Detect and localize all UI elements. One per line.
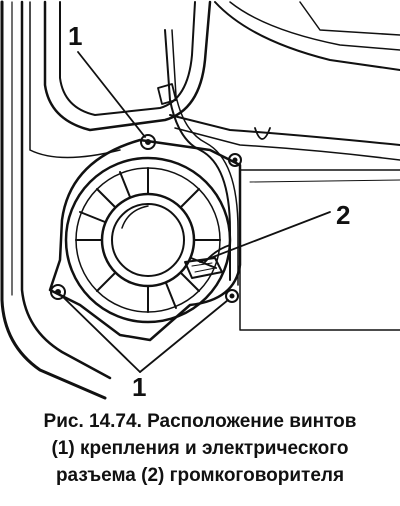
leader-line-bottom-left	[61, 295, 141, 373]
callout-label-right: 2	[336, 200, 350, 230]
screw-right-lower-hole	[229, 293, 235, 299]
door-speaker-diagram: 1 2 1	[0, 0, 400, 400]
caption-line-1: Рис. 14.74. Расположение винтов	[43, 411, 357, 432]
caption-line-3: разъема (2) громкоговорителя	[55, 465, 345, 486]
screw-right-upper-hole	[232, 157, 238, 163]
leader-line-bottom-right	[139, 299, 229, 373]
armrest-shape-2	[229, 1, 400, 51]
screw-top-hole	[145, 139, 151, 145]
harness-clip	[157, 83, 177, 105]
door-trim-top	[169, 114, 400, 146]
leader-line-top	[77, 51, 146, 138]
armrest-shape	[214, 1, 400, 71]
door-frame-inner	[20, 0, 112, 380]
callout-label-bottom: 1	[132, 372, 146, 400]
speaker-spokes	[75, 167, 221, 313]
window-channel-outer	[43, 0, 212, 132]
speaker-dome-shade	[121, 205, 149, 229]
screw-right-upper	[228, 153, 242, 167]
speaker-ring-inner	[100, 192, 196, 288]
window-channel-inner	[59, 1, 196, 116]
connector-detail	[191, 262, 216, 273]
screw-left	[50, 284, 66, 300]
door-frame-outer	[0, 0, 107, 400]
speaker-plate	[48, 138, 242, 342]
caption-line-2: (1) крепления и электрического	[51, 438, 349, 459]
wiring-harness	[164, 29, 231, 281]
door-trim-top-2	[174, 127, 400, 161]
screw-right-lower	[225, 289, 239, 303]
screw-top	[140, 134, 156, 150]
speaker-ring-outer	[64, 156, 232, 324]
wiring-harness-2	[171, 29, 239, 286]
door-trim-bump	[254, 127, 271, 140]
screw-left-hole	[55, 289, 61, 295]
side-panel-2	[249, 179, 400, 183]
armrest-shape-3	[299, 1, 400, 36]
speaker-dome	[111, 203, 185, 277]
leader-line-right	[199, 211, 331, 263]
callout-label-top: 1	[68, 21, 82, 51]
side-panel	[239, 169, 400, 331]
figure-caption: Рис. 14.74. Расположение винтов (1) креп…	[0, 408, 400, 489]
